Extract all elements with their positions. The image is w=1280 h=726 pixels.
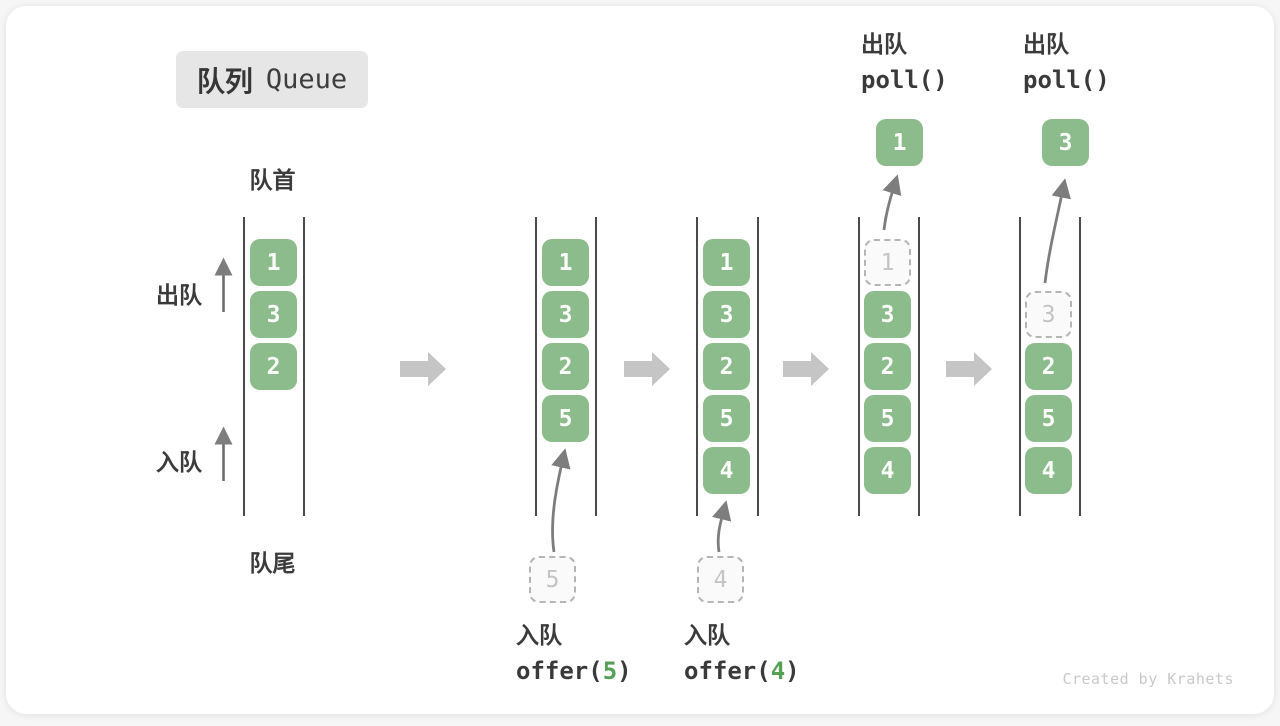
queue-element: 5 <box>1025 395 1072 442</box>
queue-element: 4 <box>1025 447 1072 494</box>
offer-call-text: offer(5) <box>516 657 632 685</box>
enqueue-arrow-icon <box>712 500 732 553</box>
queue-element: 5 <box>542 395 589 442</box>
stage5-right-wall <box>1079 217 1081 516</box>
queue-element: 3 <box>542 291 589 338</box>
watermark: Created by Krahets <box>1062 670 1234 688</box>
dequeue-arrow-icon <box>1043 178 1071 284</box>
queue-element: 2 <box>542 343 589 390</box>
queue-front-label: 队首 <box>249 168 296 194</box>
operation-enqueue-offer-4: 入队 offer(4) <box>684 623 800 685</box>
queue-element: 4 <box>864 447 911 494</box>
operation-enqueue-offer-5: 入队 offer(5) <box>516 623 632 685</box>
queue-element: 2 <box>703 343 750 390</box>
queue-element: 3 <box>250 291 297 338</box>
stage1-left-wall <box>243 217 245 516</box>
next-stage-arrow-icon <box>624 352 670 386</box>
operation-dequeue-poll-2: 出队 poll() <box>1023 32 1110 94</box>
polled-element: 3 <box>1042 119 1089 166</box>
next-stage-arrow-icon <box>946 352 992 386</box>
queue-element: 2 <box>1025 343 1072 390</box>
removed-element-ghost: 1 <box>864 239 911 286</box>
dequeue-op-label: 出队 <box>861 32 907 58</box>
dequeue-arrow-icon <box>882 174 902 231</box>
queue-element: 4 <box>703 447 750 494</box>
title-zh: 队列 <box>196 64 253 98</box>
queue-rear-label: 队尾 <box>249 551 296 577</box>
offer-call-text: offer(4) <box>684 657 800 685</box>
title-box: 队列 Queue <box>176 51 368 108</box>
queue-element: 5 <box>703 395 750 442</box>
stage5-left-wall <box>1019 217 1021 516</box>
dequeue-op-label: 出队 <box>1023 32 1069 58</box>
enqueue-op-label: 入队 <box>516 623 562 649</box>
diagram-card: 队列 Queue 队首 队尾 出队 入队 1 3 2 1 3 2 5 5 1 3… <box>6 6 1274 714</box>
stage3-right-wall <box>757 217 759 516</box>
next-stage-arrow-icon <box>783 352 829 386</box>
title-en: Queue <box>265 64 348 95</box>
stage1-right-wall <box>303 217 305 516</box>
removed-element-ghost: 3 <box>1025 291 1072 338</box>
enqueue-op-label: 入队 <box>684 623 730 649</box>
queue-element: 1 <box>542 239 589 286</box>
queue-element: 3 <box>703 291 750 338</box>
polled-element: 1 <box>876 119 923 166</box>
offer-arg: 5 <box>602 657 618 685</box>
incoming-element-ghost: 5 <box>529 556 576 603</box>
incoming-element-ghost: 4 <box>697 556 744 603</box>
queue-element: 1 <box>250 239 297 286</box>
queue-element: 1 <box>703 239 750 286</box>
operation-dequeue-poll-1: 出队 poll() <box>861 32 948 94</box>
offer-arg: 4 <box>770 657 786 685</box>
stage2-right-wall <box>595 217 597 516</box>
queue-element: 2 <box>864 343 911 390</box>
poll-call-text: poll() <box>1023 66 1110 94</box>
stage2-left-wall <box>535 217 537 516</box>
dequeue-direction-label: 出队 <box>156 283 202 309</box>
stage4-right-wall <box>918 217 920 516</box>
queue-element: 5 <box>864 395 911 442</box>
enqueue-direction-label: 入队 <box>156 450 202 476</box>
next-stage-arrow-icon <box>400 352 446 386</box>
poll-call-text: poll() <box>861 66 948 94</box>
queue-element: 2 <box>250 343 297 390</box>
stage4-left-wall <box>858 217 860 516</box>
enqueue-arrow-icon <box>551 448 571 553</box>
stage3-left-wall <box>696 217 698 516</box>
queue-element: 3 <box>864 291 911 338</box>
